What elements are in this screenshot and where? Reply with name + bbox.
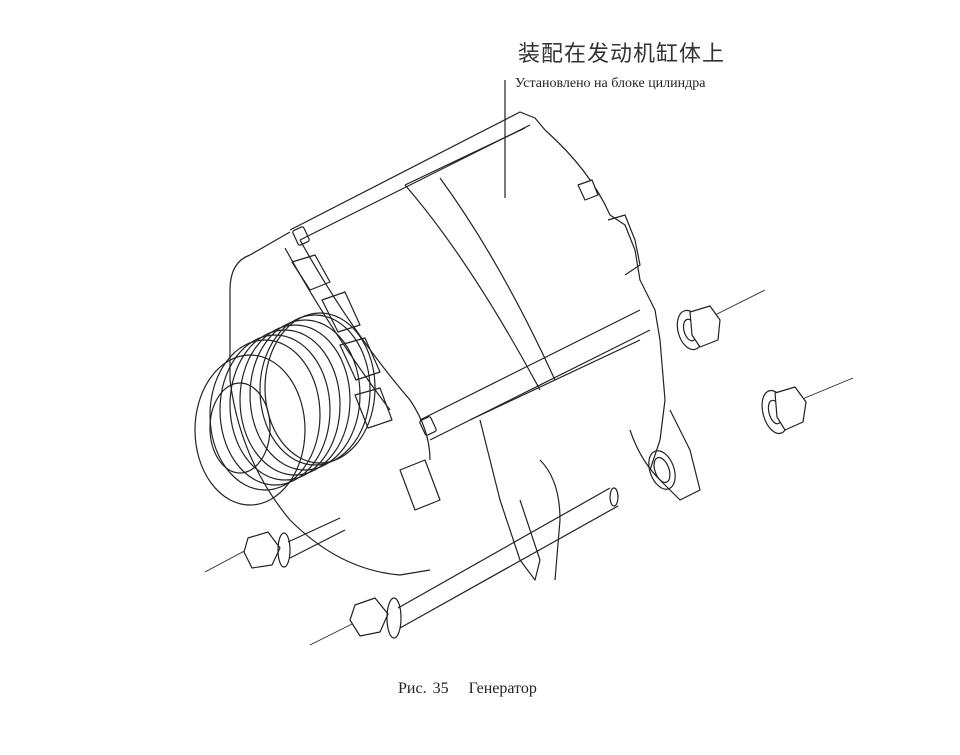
figure-number: Рис. 35 xyxy=(398,680,449,697)
pulley xyxy=(194,312,376,506)
flange-nut-upper xyxy=(676,289,766,351)
mounting-label-russian: Установлено на блоке цилиндра xyxy=(515,76,706,91)
alternator-body xyxy=(229,111,701,581)
mounting-bolt-upper xyxy=(204,517,346,573)
figure-caption: Рис. 35 Генератор xyxy=(398,680,537,698)
mounting-label-chinese: 装配在发动机缸体上 xyxy=(518,42,726,67)
figure-title: Генератор xyxy=(468,680,537,697)
flange-nut-lower xyxy=(761,377,854,435)
mounting-bolt-lower xyxy=(309,487,619,646)
